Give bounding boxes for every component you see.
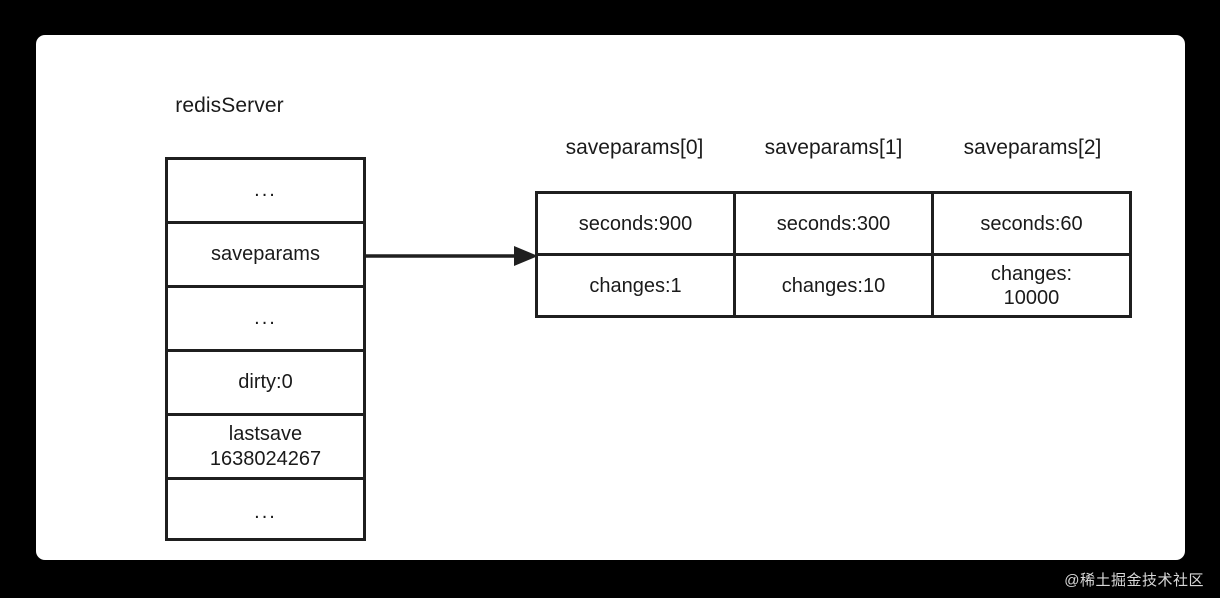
ellipsis-text: ... (254, 179, 277, 202)
struct-row-lastsave: lastsave 1638024267 (168, 416, 363, 480)
saveparams-column-0: seconds:900 changes:1 (538, 194, 736, 315)
saveparams-pointer-arrow (366, 246, 538, 266)
struct-row-label: dirty:0 (238, 371, 293, 394)
saveparams-header-0: saveparams[0] (565, 136, 704, 159)
struct-title: redisServer (175, 94, 284, 117)
struct-row-dirty: dirty:0 (168, 352, 363, 416)
diagram-card: redisServer ... saveparams ... dirty:0 l… (36, 35, 1185, 560)
struct-row-saveparams: saveparams (168, 224, 363, 288)
seconds-cell: seconds:60 (934, 194, 1129, 256)
redis-server-struct-table: ... saveparams ... dirty:0 lastsave 1638… (165, 157, 366, 541)
ellipsis-text: ... (254, 307, 277, 330)
seconds-cell: seconds:300 (736, 194, 931, 256)
saveparams-column-1: seconds:300 changes:10 (736, 194, 934, 315)
saveparams-header-1: saveparams[1] (764, 136, 903, 159)
seconds-cell: seconds:900 (538, 194, 733, 256)
struct-row-label: lastsave 1638024267 (209, 423, 322, 470)
changes-cell: changes:1 (589, 274, 682, 297)
struct-row-ellipsis-top: ... (168, 160, 363, 224)
struct-row-ellipsis-bottom: ... (168, 480, 363, 544)
ellipsis-text: ... (254, 500, 277, 523)
saveparams-header-2: saveparams[2] (963, 136, 1102, 159)
struct-row-ellipsis-mid: ... (168, 288, 363, 352)
struct-row-label: saveparams (211, 243, 320, 266)
saveparams-column-2: seconds:60 changes: 10000 (934, 194, 1129, 315)
changes-cell: changes: 10000 (990, 262, 1073, 309)
saveparams-array-table: seconds:900 changes:1 seconds:300 change… (535, 191, 1132, 318)
saveparams-array-headers: saveparams[0] saveparams[1] saveparams[2… (535, 136, 1132, 170)
changes-cell: changes:10 (781, 274, 886, 297)
watermark: @稀土掘金技术社区 (1064, 572, 1204, 589)
